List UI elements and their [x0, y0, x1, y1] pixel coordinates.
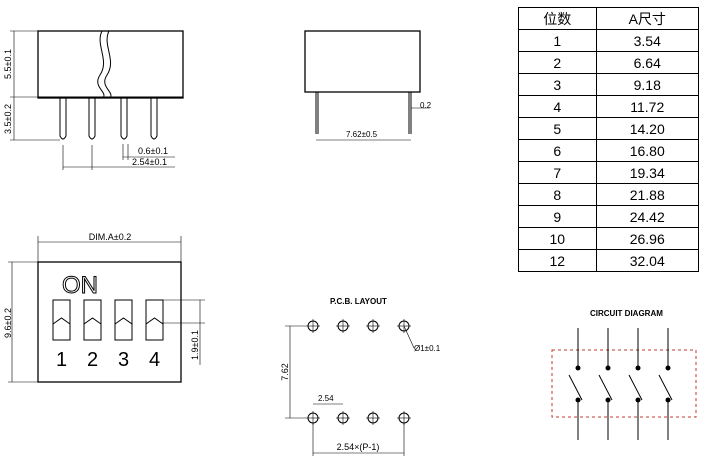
- pcb-title: P.C.B. LAYOUT: [330, 297, 387, 306]
- table-header-a-size: A尺寸: [595, 7, 699, 30]
- circuit-title: CIRCUIT DIAGRAM: [590, 309, 663, 318]
- table-header-row: 位数 A尺寸: [518, 7, 699, 30]
- pin-height-label: 3.5±0.2: [3, 104, 13, 134]
- a-size-cell: 19.34: [595, 161, 699, 184]
- dim-a-label: DIM.A±0.2: [89, 232, 131, 242]
- a-size-cell: 24.42: [595, 205, 699, 228]
- a-size-cell: 32.04: [595, 249, 699, 272]
- break-line: [97, 30, 105, 99]
- pcb-pitch-label: 2.54: [318, 394, 334, 403]
- a-size-cell: 16.80: [595, 139, 699, 162]
- a-size-cell: 21.88: [595, 183, 699, 206]
- pcb-row-spacing-label: 7.62: [280, 363, 290, 381]
- pin-width-label: 0.6±0.1: [138, 146, 168, 156]
- positions-cell: 8: [518, 183, 597, 206]
- circuit-diagram: CIRCUIT DIAGRAM: [551, 309, 697, 440]
- body-height-label: 5.5±0.1: [3, 49, 13, 79]
- width-label: 9.6±0.2: [3, 308, 13, 338]
- positions-cell: 12: [518, 249, 597, 272]
- a-size-cell: 3.54: [595, 29, 699, 52]
- pcb-layout: P.C.B. LAYOUT Ø1±0.1 7.62 2.54 2.54×(P-1…: [280, 297, 441, 456]
- positions-cell: 10: [518, 227, 597, 250]
- on-label: ON: [62, 272, 98, 299]
- a-size-cell: 6.64: [595, 51, 699, 74]
- pcb-holes: [306, 319, 411, 425]
- positions-cell: 1: [518, 29, 597, 52]
- positions-cell: 5: [518, 117, 597, 140]
- end-view-body: [304, 30, 421, 93]
- side-view-pins: [59, 98, 158, 140]
- hole-label: Ø1±0.1: [414, 344, 441, 353]
- circuit-switches: [568, 328, 673, 440]
- side-view: 5.5±0.1 3.5±0.2 0.6±0.1 2.54±0.1: [3, 30, 184, 170]
- table-header-positions: 位数: [518, 7, 597, 30]
- actuator-label: 1.9±0.1: [190, 330, 200, 360]
- positions-cell: 6: [518, 139, 597, 162]
- top-view: DIM.A±0.2 9.6±0.2 ON 1 2 3 4 1.9±0.1: [3, 232, 205, 383]
- top-view-body: [37, 261, 182, 383]
- end-view: 0.2 7.62±0.5: [304, 30, 432, 141]
- row-spacing-label: 7.62±0.5: [346, 130, 378, 139]
- pin-pitch-label: 2.54±0.1: [132, 157, 167, 167]
- pcb-total-label: 2.54×(P-1): [337, 442, 380, 452]
- switch-number-2: 2: [87, 349, 98, 371]
- a-size-cell: 9.18: [595, 73, 699, 96]
- a-size-cell: 11.72: [595, 95, 699, 118]
- positions-cell: 9: [518, 205, 597, 228]
- positions-cell: 4: [518, 95, 597, 118]
- switch-number-4: 4: [149, 349, 160, 371]
- a-size-cell: 14.20: [595, 117, 699, 140]
- switch-number-3: 3: [118, 349, 129, 371]
- circuit-outline: [551, 349, 697, 418]
- pin-thickness-label: 0.2: [420, 101, 432, 110]
- positions-cell: 7: [518, 161, 597, 184]
- positions-cell: 3: [518, 73, 597, 96]
- positions-cell: 2: [518, 51, 597, 74]
- switch-number-1: 1: [56, 349, 67, 371]
- switch-actuators: [52, 299, 164, 341]
- a-size-cell: 26.96: [595, 227, 699, 250]
